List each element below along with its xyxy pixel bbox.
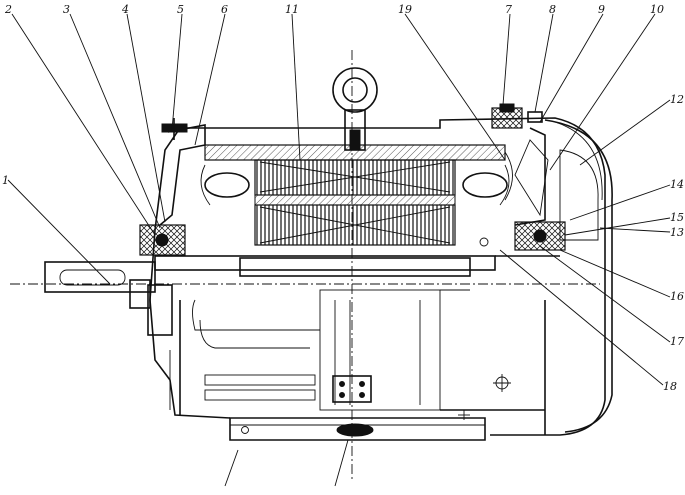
callout-1: 1 — [2, 174, 9, 187]
leader-4 — [126, 13, 166, 223]
callout-14: 14 — [670, 178, 684, 191]
leader-15 — [564, 217, 671, 236]
leader-bottom-left — [224, 449, 239, 487]
leader-13 — [599, 227, 671, 233]
callout-2: 2 — [4, 3, 12, 16]
leader-2 — [11, 13, 156, 236]
frame-rib-1 — [204, 374, 316, 386]
leader-lines — [7, 13, 671, 487]
eye-bolt — [332, 67, 378, 151]
leader-12 — [579, 99, 671, 166]
leader-9 — [539, 13, 604, 123]
motor-housing — [149, 117, 606, 441]
leader-11 — [291, 13, 301, 161]
callout-6: 6 — [221, 3, 228, 16]
leader-5 — [171, 13, 183, 131]
fan-cover — [493, 119, 613, 433]
callout-13: 13 — [670, 226, 684, 239]
callout-11: 11 — [285, 3, 299, 16]
leader-14 — [569, 184, 671, 221]
frame-rib-2 — [204, 389, 316, 401]
callout-12: 12 — [670, 93, 684, 106]
leader-3 — [69, 13, 161, 229]
callout-5: 5 — [177, 3, 184, 16]
leader-10 — [549, 13, 656, 171]
callout-18: 18 — [663, 380, 677, 393]
callout-9: 9 — [598, 3, 605, 16]
front-flange — [129, 279, 173, 410]
leader-8 — [534, 13, 554, 113]
callout-16: 16 — [670, 290, 684, 303]
callout-8: 8 — [549, 3, 556, 16]
left-bearing-shield — [139, 118, 206, 256]
callout-19: 19 — [398, 3, 412, 16]
right-bearing-shield — [479, 127, 566, 251]
leader-16 — [559, 249, 671, 298]
callout-4: 4 — [121, 3, 129, 16]
callout-3: 3 — [63, 3, 70, 16]
callout-labels: 1 2 3 4 5 6 7 8 9 10 11 12 13 14 15 16 1… — [2, 3, 684, 393]
leader-17 — [539, 245, 671, 343]
terminal-clamp — [491, 103, 543, 129]
leader-18 — [499, 249, 664, 386]
leader-19 — [404, 13, 506, 161]
leader-7 — [502, 13, 511, 106]
stator-core — [200, 144, 510, 246]
callout-10: 10 — [650, 3, 664, 16]
nameplate — [332, 375, 372, 403]
shaft — [44, 255, 560, 293]
callout-17: 17 — [670, 335, 684, 348]
callout-7: 7 — [505, 3, 512, 16]
leader-6 — [194, 13, 226, 146]
callout-15: 15 — [670, 211, 684, 224]
leader-bottom-center — [334, 439, 349, 487]
leader-1 — [7, 179, 111, 285]
